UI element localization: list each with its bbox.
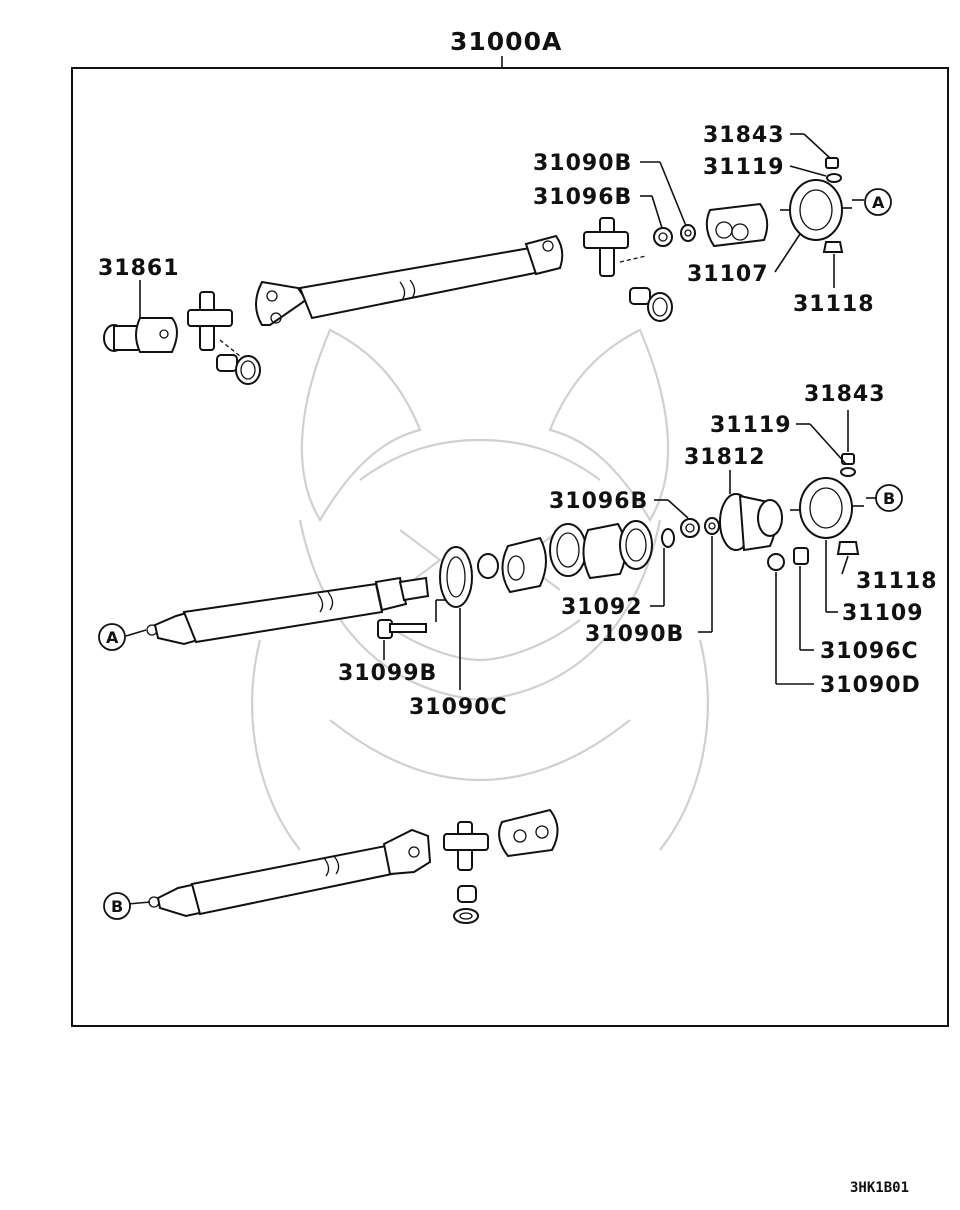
figure-code: 3HK1B01 — [850, 1180, 909, 1196]
svg-text:B: B — [111, 897, 123, 916]
bushing-31096B-mid — [680, 518, 700, 538]
washer-31096B-mid — [661, 528, 675, 548]
svg-text:A: A — [872, 193, 885, 212]
label-31109: 31109 — [842, 601, 924, 626]
label-31107: 31107 — [687, 262, 769, 287]
bearing-and-snap-ring-bottom — [453, 885, 479, 924]
label-31118-mid: 31118 — [856, 569, 938, 594]
label-31090B-mid: 31090B — [585, 622, 684, 647]
bolt-31099B — [377, 619, 427, 639]
flange-disc-31090C — [439, 546, 473, 608]
bearing-and-snap-ring-top-center — [629, 287, 673, 322]
bushing-31096B-top — [653, 227, 673, 247]
label-31096B-mid: 31096B — [549, 489, 648, 514]
dust-cover-31812 — [719, 493, 783, 552]
flange-31861 — [103, 317, 178, 353]
callout-a-top: A — [864, 188, 892, 216]
label-31118-top: 31118 — [793, 292, 875, 317]
propeller-shaft-intermediate — [146, 576, 430, 646]
washer-31090B-top — [680, 224, 696, 242]
universal-joint-spider-top-center — [583, 217, 647, 277]
label-31092: 31092 — [561, 595, 643, 620]
propeller-shaft-front — [148, 828, 432, 918]
bolt-31118-top — [822, 241, 844, 253]
label-31812: 31812 — [684, 445, 766, 470]
diagram-frame — [71, 67, 949, 1027]
hub-nut-middle — [477, 553, 499, 579]
callout-a-left: A — [98, 623, 126, 651]
label-31119-top: 31119 — [703, 155, 785, 180]
universal-joint-spider-bottom — [443, 821, 489, 871]
label-31096C: 31096C — [820, 639, 919, 664]
universal-joint-spider-top-left — [187, 291, 241, 357]
nuts-31090D-31096C — [767, 547, 809, 571]
callout-b-mid: B — [875, 484, 903, 512]
label-31843-mid: 31843 — [804, 382, 886, 407]
propeller-shaft-rear — [255, 234, 564, 326]
washer-31090B-mid — [704, 517, 720, 535]
label-31096B-top: 31096B — [533, 185, 632, 210]
label-31090C: 31090C — [409, 695, 508, 720]
flange-yoke-bottom — [498, 808, 559, 858]
bolt-31118-mid — [836, 541, 860, 555]
nut-31843-top — [825, 157, 842, 183]
svg-text:A: A — [106, 628, 119, 647]
coupling-flange-middle — [501, 536, 547, 594]
label-31119-mid: 31119 — [710, 413, 792, 438]
rubber-coupling-31092 — [549, 520, 653, 580]
watermark-emblem — [251, 328, 709, 851]
label-31843-top: 31843 — [703, 123, 785, 148]
center-bearing-31107 — [780, 179, 852, 241]
label-31861: 31861 — [98, 256, 180, 281]
yoke-flange-31107 — [705, 202, 769, 248]
bearing-and-snap-ring-top-left — [216, 354, 261, 385]
callout-b-left: B — [103, 892, 131, 920]
svg-text:B: B — [883, 489, 895, 508]
center-bearing-31109 — [790, 477, 864, 539]
label-31090D: 31090D — [820, 673, 921, 698]
label-31090B-top: 31090B — [533, 151, 632, 176]
diagram-title: 31000A — [450, 27, 562, 56]
nut-31843-mid — [840, 453, 856, 477]
label-31099B: 31099B — [338, 661, 437, 686]
